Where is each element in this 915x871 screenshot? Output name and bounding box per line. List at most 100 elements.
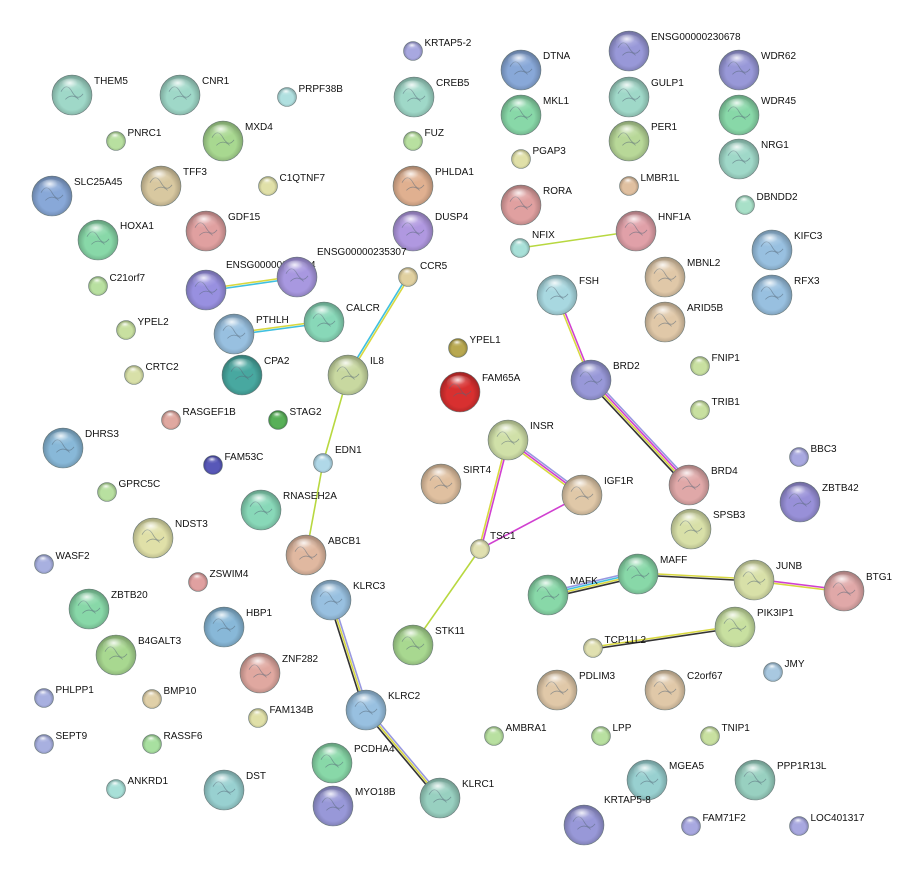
node-lpp[interactable]: LPP <box>591 723 632 746</box>
node-maff[interactable]: MAFF <box>617 553 687 595</box>
node-wdr45[interactable]: WDR45 <box>718 94 796 136</box>
node-edn1[interactable]: EDN1 <box>313 445 363 473</box>
node-fam65a[interactable]: FAM65A <box>439 371 521 413</box>
node-cnr1[interactable]: CNR1 <box>159 74 230 116</box>
node-wasf2[interactable]: WASF2 <box>34 551 91 574</box>
node-nfix[interactable]: NFIX <box>510 230 556 258</box>
node-ensg00000230678[interactable]: ENSG00000230678 <box>608 30 741 72</box>
node-loc401317[interactable]: LOC401317 <box>789 813 865 836</box>
node-pcdha4[interactable]: PCDHA4 <box>311 742 395 784</box>
node-hnf1a[interactable]: HNF1A <box>615 210 691 252</box>
node-mbnl2[interactable]: MBNL2 <box>644 256 721 298</box>
node-mafk[interactable]: MAFK <box>527 574 598 616</box>
node-fam53c[interactable]: FAM53C <box>203 452 264 475</box>
node-bbc3[interactable]: BBC3 <box>789 444 838 467</box>
node-klrc3[interactable]: KLRC3 <box>310 579 386 621</box>
node-tsc1[interactable]: TSC1 <box>470 531 517 559</box>
node-il8[interactable]: IL8 <box>327 354 384 396</box>
node-brd2[interactable]: BRD2 <box>570 359 640 401</box>
node-igf1r[interactable]: IGF1R <box>561 474 633 516</box>
node-ppp1r13l[interactable]: PPP1R13L <box>734 759 827 801</box>
node-dst[interactable]: DST <box>203 769 266 811</box>
node-spsb3[interactable]: SPSB3 <box>670 508 746 550</box>
node-cpa2[interactable]: CPA2 <box>221 354 290 396</box>
node-pthlh[interactable]: PTHLH <box>213 313 289 355</box>
node-creb5[interactable]: CREB5 <box>393 76 470 118</box>
node-phlpp1[interactable]: PHLPP1 <box>34 685 95 708</box>
node-ndst3[interactable]: NDST3 <box>132 517 208 559</box>
node-c2orf67[interactable]: C2orf67 <box>644 669 723 711</box>
node-ankrd1[interactable]: ANKRD1 <box>106 776 169 799</box>
node-tnip1[interactable]: TNIP1 <box>700 723 751 746</box>
node-junb[interactable]: JUNB <box>733 559 802 601</box>
node-zbtb20[interactable]: ZBTB20 <box>68 588 148 630</box>
node-c1qtnf7[interactable]: C1QTNF7 <box>258 173 326 196</box>
node-pnrc1[interactable]: PNRC1 <box>106 128 162 151</box>
node-btg1[interactable]: BTG1 <box>823 570 893 612</box>
node-gulp1[interactable]: GULP1 <box>608 76 684 118</box>
node-ensg00000235307[interactable]: ENSG00000235307 <box>276 247 407 298</box>
node-rasgef1b[interactable]: RASGEF1B <box>161 407 237 430</box>
node-abcb1[interactable]: ABCB1 <box>285 534 361 576</box>
node-rassf6[interactable]: RASSF6 <box>142 731 203 754</box>
node-lmbr1l[interactable]: LMBR1L <box>619 173 680 196</box>
node-gdf15[interactable]: GDF15 <box>185 210 261 252</box>
node-jmy[interactable]: JMY <box>763 659 805 682</box>
node-dtna[interactable]: DTNA <box>500 49 571 91</box>
node-ensg00000234704[interactable]: ENSG00000234704 <box>185 260 316 311</box>
node-them5[interactable]: THEM5 <box>51 74 128 116</box>
node-per1[interactable]: PER1 <box>608 120 678 162</box>
node-sept9[interactable]: SEPT9 <box>34 731 88 754</box>
node-hoxa1[interactable]: HOXA1 <box>77 219 154 261</box>
node-hbp1[interactable]: HBP1 <box>203 606 273 648</box>
node-ypel2[interactable]: YPEL2 <box>116 317 170 340</box>
node-prpf38b[interactable]: PRPF38B <box>277 84 344 107</box>
node-insr[interactable]: INSR <box>487 419 554 461</box>
node-wdr62[interactable]: WDR62 <box>718 49 796 91</box>
node-myo18b[interactable]: MYO18B <box>312 785 396 827</box>
node-stag2[interactable]: STAG2 <box>268 407 322 430</box>
node-phlda1[interactable]: PHLDA1 <box>392 165 474 207</box>
node-zswim4[interactable]: ZSWIM4 <box>188 569 249 592</box>
node-nrg1[interactable]: NRG1 <box>718 138 789 180</box>
node-mkl1[interactable]: MKL1 <box>500 94 570 136</box>
node-rfx3[interactable]: RFX3 <box>751 274 820 316</box>
node-klrc1[interactable]: KLRC1 <box>419 777 495 819</box>
node-fnip1[interactable]: FNIP1 <box>690 353 741 376</box>
node-rnaseh2a[interactable]: RNASEH2A <box>240 489 337 531</box>
node-znf282[interactable]: ZNF282 <box>239 652 319 694</box>
node-zbtb42[interactable]: ZBTB42 <box>779 481 859 523</box>
node-slc25a45[interactable]: SLC25A45 <box>31 175 123 217</box>
node-fuz[interactable]: FUZ <box>403 128 444 151</box>
node-fam71f2[interactable]: FAM71F2 <box>681 813 747 836</box>
node-ambra1[interactable]: AMBRA1 <box>484 723 548 746</box>
node-crtc2[interactable]: CRTC2 <box>124 362 180 385</box>
node-dhrs3[interactable]: DHRS3 <box>42 427 119 469</box>
node-tcp11l2[interactable]: TCP11L2 <box>583 635 647 658</box>
node-ypel1[interactable]: YPEL1 <box>448 335 502 358</box>
node-gprc5c[interactable]: GPRC5C <box>97 479 161 502</box>
node-mgea5[interactable]: MGEA5 <box>626 759 704 801</box>
node-ccr5[interactable]: CCR5 <box>398 261 448 287</box>
node-krtap5-2[interactable]: KRTAP5-2 <box>403 38 472 61</box>
node-fam134b[interactable]: FAM134B <box>248 705 314 728</box>
node-stk11[interactable]: STK11 <box>392 624 465 666</box>
node-brd4[interactable]: BRD4 <box>668 464 738 506</box>
node-pik3ip1[interactable]: PIK3IP1 <box>714 606 794 648</box>
node-b4galt3[interactable]: B4GALT3 <box>95 634 182 676</box>
node-dbndd2[interactable]: DBNDD2 <box>735 192 799 215</box>
node-bmp10[interactable]: BMP10 <box>142 686 197 709</box>
node-calcr[interactable]: CALCR <box>303 301 380 343</box>
node-fsh[interactable]: FSH <box>536 274 599 316</box>
node-pdlim3[interactable]: PDLIM3 <box>536 669 616 711</box>
node-kifc3[interactable]: KIFC3 <box>751 229 823 271</box>
node-klrc2[interactable]: KLRC2 <box>345 689 421 731</box>
node-dusp4[interactable]: DUSP4 <box>392 210 469 252</box>
node-arid5b[interactable]: ARID5B <box>644 301 723 343</box>
node-krtap5-8[interactable]: KRTAP5-8 <box>563 795 651 846</box>
node-sirt4[interactable]: SIRT4 <box>420 463 492 505</box>
node-trib1[interactable]: TRIB1 <box>690 397 741 420</box>
node-mxd4[interactable]: MXD4 <box>202 120 273 162</box>
node-pgap3[interactable]: PGAP3 <box>511 146 567 169</box>
node-c21orf7[interactable]: C21orf7 <box>88 273 146 296</box>
